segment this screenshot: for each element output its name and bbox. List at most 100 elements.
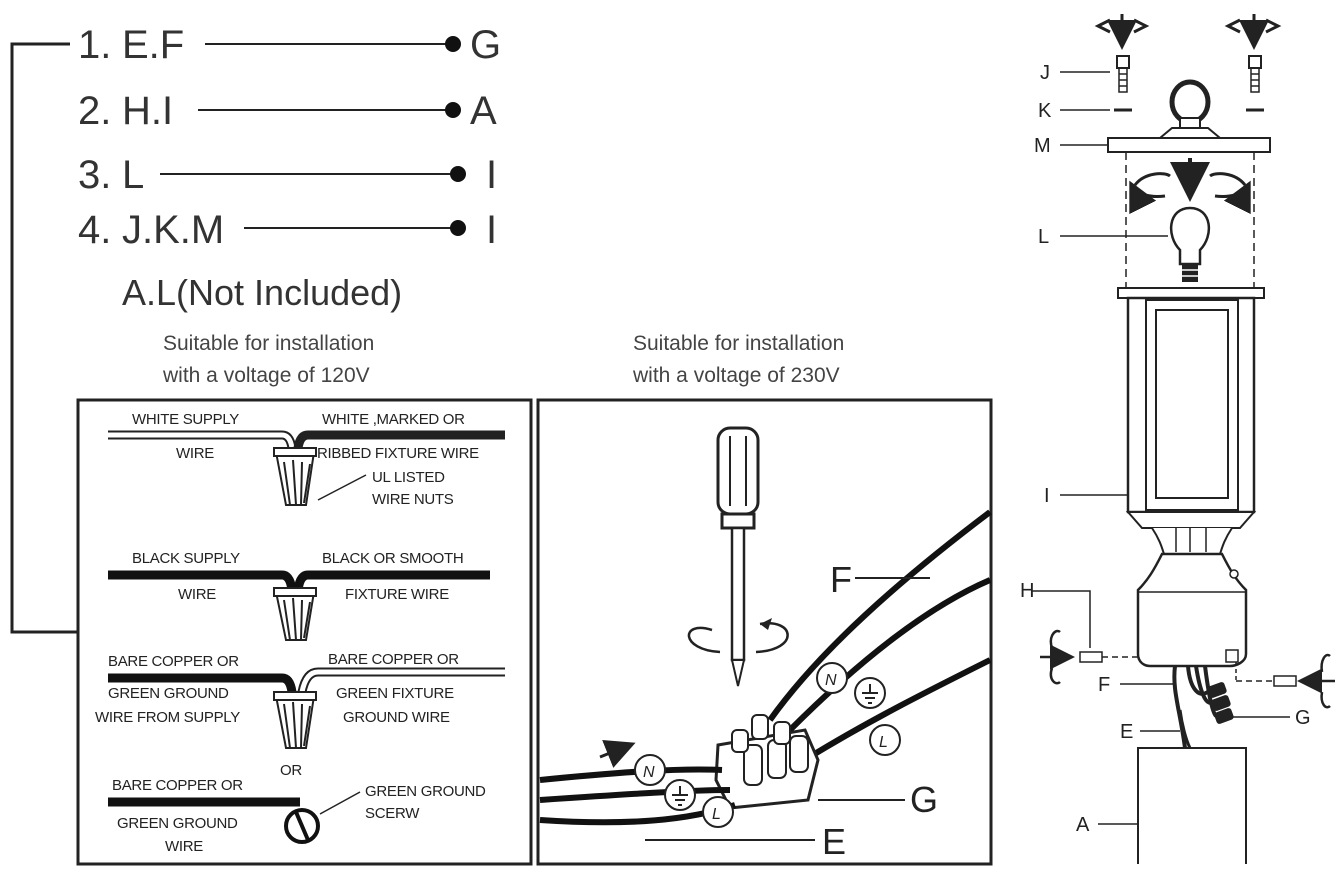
step-list: 1. E.F G 2. H.I A 3. L I 4. J.K.M I A. (10, 23, 501, 634)
neutral-marker-bottom: N (634, 754, 666, 786)
panel-230v-border (536, 398, 993, 866)
white-fixture-label-2: RIBBED FIXTURE WIRE (317, 445, 479, 462)
wire-nut (273, 587, 317, 641)
step-parts: J.K.M (122, 208, 224, 252)
caption-230v-line1: Suitable for installation (633, 332, 844, 355)
black-fixture-label-1: BLACK OR SMOOTH (322, 550, 463, 567)
wire-bundle-f: F N L (767, 509, 992, 761)
step-3: 3. L I (78, 153, 497, 197)
wire-nut (273, 447, 317, 506)
part-k-label: K (1038, 100, 1052, 122)
black-supply-label-2: WIRE (178, 586, 216, 603)
label-e: E (822, 821, 846, 862)
step-1: 1. E.F G (78, 23, 501, 67)
or-label: OR (280, 762, 302, 779)
bulb-l-icon (1169, 206, 1211, 282)
ground-supply-label-3: WIRE FROM SUPPLY (95, 709, 240, 726)
wire-l-label: L (712, 806, 721, 823)
black-wire-splice: BLACK SUPPLY WIRE BLACK OR SMOOTH FIXTUR… (108, 550, 490, 641)
white-supply-label-1: WHITE SUPPLY (132, 411, 239, 428)
step-target: G (470, 23, 501, 67)
black-supply-label-1: BLACK SUPPLY (132, 550, 240, 567)
black-fixture-label-2: FIXTURE WIRE (345, 586, 449, 603)
wire-bundle-e: E N L (539, 739, 846, 862)
part-a-label: A (1076, 814, 1090, 836)
label-g: G (910, 779, 938, 820)
step-number: 2. (78, 89, 111, 133)
part-j-label: J (1040, 62, 1050, 84)
step-dot (445, 102, 461, 118)
part-f-label: F (1098, 674, 1110, 696)
bare-copper-label-1: BARE COPPER OR (112, 777, 243, 794)
screw-rotation-icon-right (1224, 14, 1282, 50)
panel-230v: F N L G (536, 398, 993, 866)
bare-copper-label-3: WIRE (165, 838, 203, 855)
wire-nut (273, 691, 317, 749)
post-a (1137, 747, 1247, 864)
ground-screw-connection: BARE COPPER OR GREEN GROUND WIRE GREEN G… (108, 777, 486, 855)
part-m-label: M (1034, 135, 1051, 157)
bare-copper-label-2: GREEN GROUND (117, 815, 238, 832)
step-target: I (486, 208, 497, 252)
live-marker-top: L (869, 724, 901, 756)
screw-rotation-icon-left (1094, 14, 1150, 50)
panel-120v-border (76, 398, 533, 866)
cap-m (1107, 137, 1271, 153)
ground-screw-label-2: SCERW (365, 805, 420, 822)
part-i-label: I (1044, 485, 1050, 507)
wire-n-label: N (825, 672, 837, 689)
ground-supply-label-2: GREEN GROUND (108, 685, 229, 702)
caption-120v-line2: with a voltage of 120V (162, 364, 370, 387)
step-number: 1. (78, 23, 111, 67)
step-dot (450, 166, 466, 182)
step-4: 4. J.K.M I (78, 208, 497, 252)
ground-screw-label-1: GREEN GROUND (365, 783, 486, 800)
white-fixture-label-1: WHITE ,MARKED OR (322, 411, 465, 428)
white-supply-label-2: WIRE (176, 445, 214, 462)
ground-fixture-label-1: BARE COPPER OR (328, 651, 459, 668)
wire-l-label: L (879, 734, 888, 751)
step-number: 3. (78, 153, 111, 197)
ground-wire-splice: BARE COPPER OR GREEN GROUND WIRE FROM SU… (95, 651, 505, 779)
lantern-body-i (1117, 287, 1265, 555)
white-wire-splice: WHITE SUPPLY WIRE WHITE ,MARKED OR RIBBE… (108, 411, 505, 508)
screwdriver-icon (687, 426, 789, 687)
ground-fixture-label-2: GREEN FIXTURE (336, 685, 454, 702)
live-marker-bottom: L (702, 796, 734, 828)
part-g-label: G (1295, 707, 1311, 729)
post-fitter (1136, 552, 1248, 668)
wire-nuts-label-1: UL LISTED (372, 469, 445, 486)
step-parts: E.F (122, 23, 184, 67)
exploded-fixture-view: J K M L (1020, 14, 1335, 864)
step-bracket (10, 42, 78, 634)
step-target: I (486, 153, 497, 197)
screw-j-icon (1116, 55, 1262, 93)
step-parts: H.I (122, 89, 173, 133)
ground-marker-top (854, 677, 886, 709)
hanging-loop-icon (1157, 79, 1223, 139)
fixture-wires (1172, 665, 1234, 749)
step-parts: L (122, 153, 144, 197)
step-2: 2. H.I A (78, 89, 497, 133)
step-dot (450, 220, 466, 236)
ground-fixture-label-3: GROUND WIRE (343, 709, 450, 726)
step-number: 4. (78, 208, 111, 252)
label-f: F (830, 559, 852, 600)
wire-nuts-label-2: WIRE NUTS (372, 491, 454, 508)
part-h-label: H (1020, 580, 1034, 602)
part-l-label: L (1038, 226, 1049, 248)
terminal-block: G (714, 714, 938, 820)
step-target: A (470, 89, 497, 133)
caption-230v-line2: with a voltage of 230V (632, 364, 840, 387)
not-included-note: A.L(Not Included) (122, 272, 402, 313)
set-screw-h-icon (1079, 651, 1297, 687)
part-e-label: E (1120, 721, 1133, 743)
ground-supply-label-1: BARE COPPER OR (108, 653, 239, 670)
insert-arrow-icon (599, 739, 636, 768)
ground-marker-bottom (664, 779, 696, 811)
panel-120v: WHITE SUPPLY WIRE WHITE ,MARKED OR RIBBE… (76, 398, 533, 866)
neutral-marker-top: N (816, 662, 848, 694)
caption-120v-line1: Suitable for installation (163, 332, 374, 355)
step-dot (445, 36, 461, 52)
